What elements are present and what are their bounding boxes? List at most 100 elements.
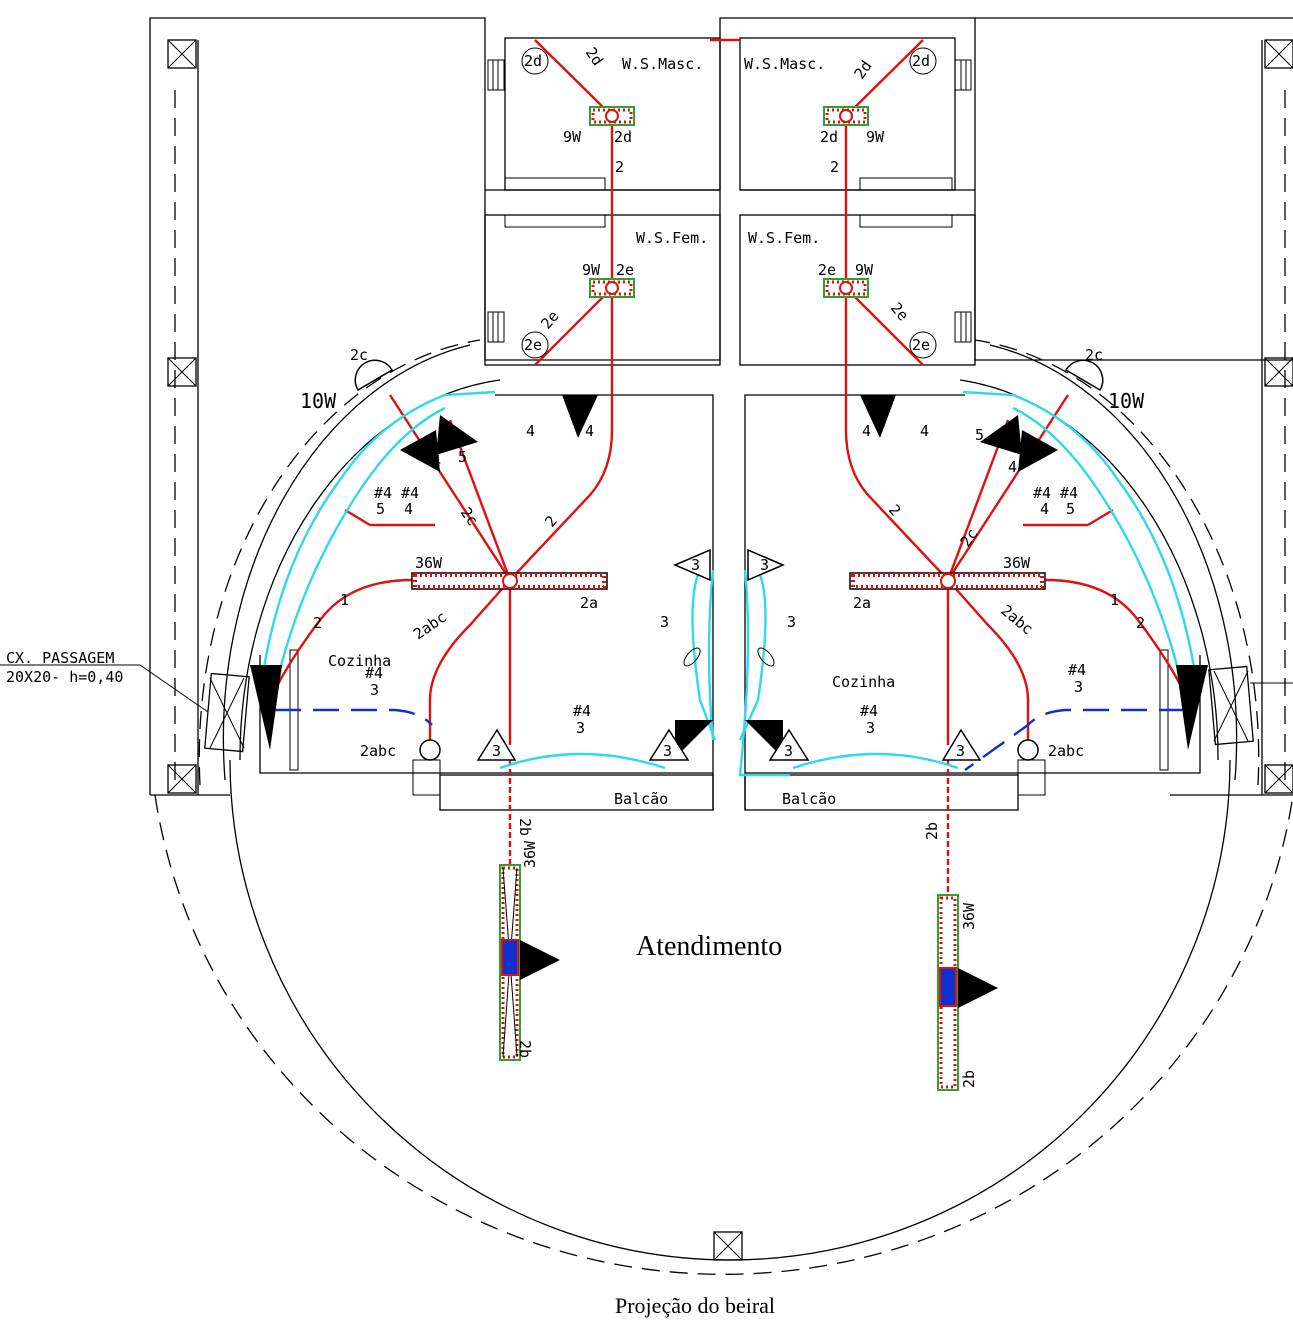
ws-fem-right-label: W.S.Fem. (748, 229, 820, 247)
junction-box-right (1208, 665, 1254, 746)
power-10w-right: 10W (1108, 389, 1145, 413)
outlet-4-right-c: 4 (1008, 458, 1017, 476)
outlet-3-right-f: 3 (956, 742, 965, 760)
hash4-left-b: #4 (401, 484, 419, 502)
outlet-5-right-b: 5 (1066, 500, 1075, 518)
outlet-3-left-c: 3 (660, 613, 669, 631)
power-36w-atend-right: 36W (960, 902, 978, 930)
outlet-5-left-b: 5 (376, 500, 385, 518)
power-9w-masc-left: 9W (563, 128, 582, 146)
wall-light-left (354, 359, 394, 392)
outlet-4-left-c: 4 (432, 452, 441, 470)
building-walls (149, 17, 1293, 811)
circuit-2abc-diag-right: 2abc (997, 601, 1036, 638)
power-36w-atend-left: 36W (521, 840, 539, 868)
hash4-right-b: #4 (1060, 484, 1078, 502)
power-36w-left: 36W (415, 554, 443, 572)
outlet-5-left: 5 (458, 448, 467, 466)
circuit-2e-right: 2e (818, 261, 836, 279)
circuit-1-right: 1 (1110, 591, 1119, 609)
power-10w-left: 10W (300, 389, 337, 413)
circuit-2e-left: 2e (616, 261, 634, 279)
outlet-4-left-d: 4 (404, 500, 413, 518)
pillar-box (167, 764, 197, 794)
power-9w-fem-left: 9W (582, 261, 601, 279)
circuit-2d-right: 2d (820, 128, 838, 146)
outlet-4-right-d: 4 (1040, 500, 1049, 518)
pillar-box (1264, 39, 1293, 69)
outlet-4-right-a: 4 (920, 422, 929, 440)
fixtures (354, 106, 1104, 1091)
passagem-line1: CX. PASSAGEM (6, 649, 114, 667)
outlet-circuits (260, 390, 1198, 777)
circuit-2-masc-left: 2 (615, 158, 624, 176)
circuit-2d-diag-right: 2d (851, 57, 876, 82)
balcao-right-label: Balcão (782, 790, 836, 808)
circuit-2c-right: 2c (1085, 346, 1103, 364)
lamp-2d-left: 2d (524, 52, 542, 70)
outlet-3-left-f: 3 (663, 742, 672, 760)
hash4-right-c: #4 (1068, 661, 1086, 679)
hash4-left-a: #4 (374, 484, 392, 502)
ws-masc-right-label: W.S.Masc. (744, 55, 825, 73)
cozinha-left-label: Cozinha (328, 652, 391, 670)
hash4-left-d: #4 (573, 702, 591, 720)
outlet-4-left-a: 4 (526, 422, 535, 440)
ws-fem-left-label: W.S.Fem. (636, 229, 708, 247)
pillar-box (713, 1231, 743, 1261)
pillars (0, 39, 1293, 1261)
outlet-triangle-open (941, 728, 982, 761)
lamp-2e-left: 2e (524, 336, 542, 354)
circuit-2abc-diag-left: 2abc (410, 608, 450, 643)
atendimento-fixture-right (937, 894, 998, 1091)
kitchen-fixture-right (849, 572, 1046, 590)
outlet-5-right: 5 (975, 426, 984, 444)
circuit-2-left: 2 (313, 614, 322, 632)
ws-masc-left-label: W.S.Masc. (622, 55, 703, 73)
cozinha-right-label: Cozinha (832, 673, 895, 691)
circuit-2-masc-right: 2 (830, 158, 839, 176)
projecao-label: Projeção do beiral (615, 1293, 775, 1318)
circuit-2d-left: 2d (614, 128, 632, 146)
power-9w-fem-right: 9W (855, 261, 874, 279)
outlet-triangle-open (747, 548, 785, 582)
outlet-3-left-b: 3 (576, 719, 585, 737)
hash4-right-d: #4 (860, 702, 878, 720)
circuit-2-right: 2 (1136, 614, 1145, 632)
outlet-triangle-open (768, 728, 810, 761)
outlet-triangle-open (673, 548, 711, 582)
lamp-2d-right: 2d (912, 52, 930, 70)
atendimento-fixture-left (499, 864, 560, 1061)
hash4-left-c: #4 (365, 664, 383, 682)
kitchen-fixture-left (411, 572, 608, 590)
circuit-2abc-left: 2abc (360, 742, 396, 760)
passagem-line2: 20X20- h=0,40 (6, 668, 123, 686)
circuit-2c-diag-left: 2c (457, 504, 482, 529)
circuit-2e-diag-left: 2e (537, 307, 562, 332)
pillar-box (1264, 764, 1293, 794)
circuit-2e-diag-right: 2e (887, 299, 912, 324)
circuit-2b-right-top: 2b (923, 822, 941, 840)
wc-fixture (589, 278, 635, 298)
circuit-2a-right: 2a (853, 594, 871, 612)
outlet-3-right-d: 3 (760, 556, 769, 574)
circuit-1-left: 1 (340, 591, 349, 609)
lamp-2e-right: 2e (912, 336, 930, 354)
balcao-left-label: Balcão (614, 790, 668, 808)
outlet-3-left-a: 3 (370, 681, 379, 699)
outlet-3-left-e: 3 (492, 742, 501, 760)
outlet-3-right-a: 3 (1074, 678, 1083, 696)
outlet-triangle-open (476, 728, 517, 761)
outlet-3-left-d: 3 (691, 556, 700, 574)
pillar-box (167, 357, 197, 387)
room-labels: W.S.Masc. W.S.Masc. W.S.Fem. W.S.Fem. Co… (6, 55, 895, 1318)
outlet-3-right-c: 3 (787, 613, 796, 631)
circuit-2a-left: 2a (580, 594, 598, 612)
wc-fixture (823, 278, 869, 298)
hash4-right-a: #4 (1033, 484, 1051, 502)
atendimento-label: Atendimento (636, 931, 782, 962)
circuit-2d-diag-left: 2d (582, 44, 607, 69)
outlet-3-right-b: 3 (866, 719, 875, 737)
lighting-circuits (273, 38, 1185, 895)
circuit-2abc-right: 2abc (1048, 742, 1084, 760)
